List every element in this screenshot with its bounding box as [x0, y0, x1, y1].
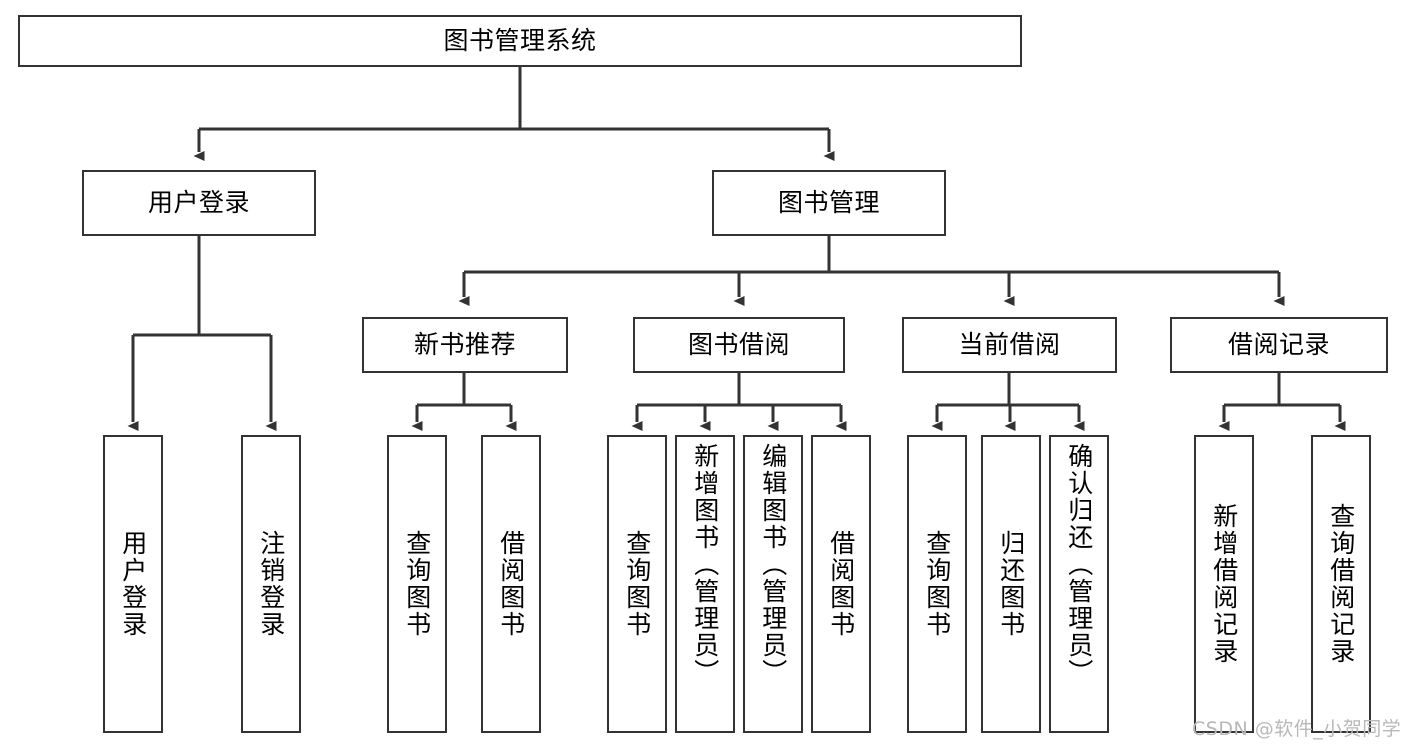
node-new-book-recommend[interactable]: 新书推荐 [362, 317, 568, 373]
node-label: 用户登录 [118, 530, 148, 638]
csdn-watermark: CSDN @软件_小贺同学 [1192, 718, 1402, 740]
leaf-add-book-admin[interactable]: 新增图书（管理员） [675, 435, 735, 733]
node-label: 图书管理系统 [443, 26, 597, 56]
node-label: 图书管理 [777, 188, 880, 218]
node-book-management[interactable]: 图书管理 [712, 170, 946, 236]
leaf-edit-book-admin[interactable]: 编辑图书（管理员） [743, 435, 803, 733]
node-label: 查询图书 [622, 530, 652, 638]
node-user-login[interactable]: 用户登录 [82, 170, 316, 236]
node-book-borrow[interactable]: 图书借阅 [633, 317, 845, 373]
node-borrow-record[interactable]: 借阅记录 [1170, 317, 1388, 373]
leaf-confirm-return-admin[interactable]: 确认归还（管理员） [1049, 435, 1109, 733]
node-label: 新增图书（管理员） [690, 443, 720, 686]
node-label: 借阅图书 [826, 530, 856, 638]
node-current-borrow[interactable]: 当前借阅 [902, 317, 1117, 373]
leaf-user-login[interactable]: 用户登录 [103, 435, 163, 733]
node-label: 用户登录 [147, 188, 250, 218]
leaf-query-book-current[interactable]: 查询图书 [907, 435, 967, 733]
leaf-return-book[interactable]: 归还图书 [981, 435, 1041, 733]
leaf-logout[interactable]: 注销登录 [241, 435, 301, 733]
leaf-add-borrow-record[interactable]: 新增借阅记录 [1194, 435, 1254, 733]
node-label: 归还图书 [996, 530, 1026, 638]
node-label: 查询图书 [402, 530, 432, 638]
leaf-query-borrow-record[interactable]: 查询借阅记录 [1311, 435, 1371, 733]
node-label: 编辑图书（管理员） [758, 443, 788, 686]
leaf-borrow-book[interactable]: 借阅图书 [811, 435, 871, 733]
node-label: 注销登录 [256, 530, 286, 638]
leaf-query-book-borrow[interactable]: 查询图书 [607, 435, 667, 733]
node-label: 图书借阅 [687, 330, 790, 360]
node-root-system[interactable]: 图书管理系统 [18, 15, 1022, 67]
node-label: 查询借阅记录 [1326, 503, 1356, 665]
node-label: 当前借阅 [958, 330, 1061, 360]
node-label: 查询图书 [922, 530, 952, 638]
leaf-query-book-recommend[interactable]: 查询图书 [387, 435, 447, 733]
node-label: 借阅记录 [1227, 330, 1330, 360]
node-label: 确认归还（管理员） [1064, 443, 1094, 686]
node-label: 新增借阅记录 [1209, 503, 1239, 665]
leaf-borrow-book-recommend[interactable]: 借阅图书 [481, 435, 541, 733]
node-label: 借阅图书 [496, 530, 526, 638]
node-label: 新书推荐 [413, 330, 516, 360]
